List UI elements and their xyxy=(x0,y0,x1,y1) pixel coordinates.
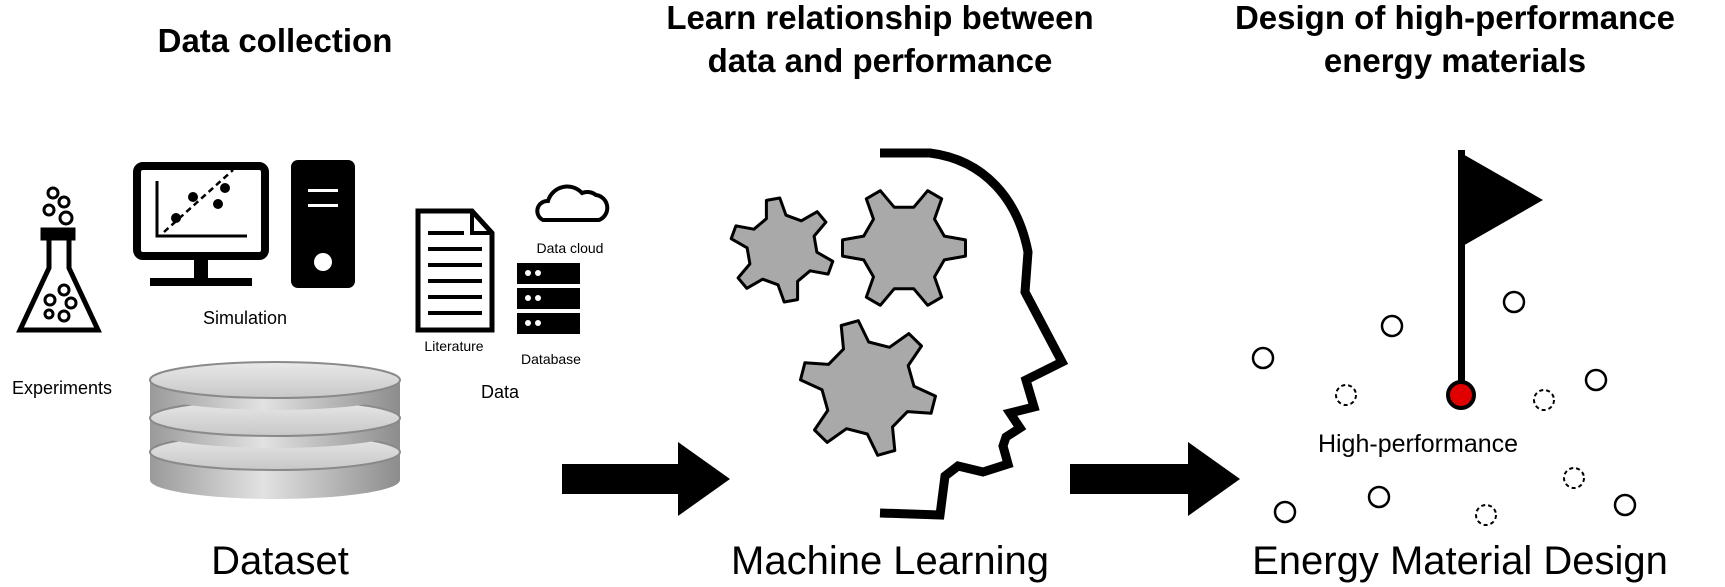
caption-machine-learning: Machine Learning xyxy=(731,539,1049,583)
label-simulation: Simulation xyxy=(202,308,288,328)
arrow-right-icon xyxy=(562,442,730,516)
label-data: Data xyxy=(480,382,520,402)
candidate-points xyxy=(1251,290,1637,524)
cloud-icon xyxy=(535,184,610,222)
uncertain-candidate-points xyxy=(1335,384,1585,526)
computer-tower-icon xyxy=(291,160,355,288)
high-performance-point xyxy=(1446,380,1476,410)
label-literature: Literature xyxy=(424,338,484,354)
document-icon xyxy=(415,208,495,333)
label-experiments: Experiments xyxy=(11,378,113,398)
arrow-right-icon xyxy=(1070,442,1240,516)
heading-learn-line2: data and performance xyxy=(707,42,1053,79)
monitor-chart-icon xyxy=(133,162,269,286)
label-data-cloud: Data cloud xyxy=(536,240,604,256)
server-stack-icon xyxy=(517,263,580,334)
gear-icon xyxy=(841,189,967,307)
gear-cluster xyxy=(729,189,967,457)
heading-learn-line1: Learn relationship between xyxy=(666,0,1094,36)
caption-energy-material-design: Energy Material Design xyxy=(1252,539,1668,583)
caption-dataset: Dataset xyxy=(211,539,349,583)
heading-design-line2: energy materials xyxy=(1323,42,1587,79)
heading-data-collection: Data collection xyxy=(157,22,393,59)
label-high-performance: High-performance xyxy=(1317,430,1519,458)
gear-icon xyxy=(729,196,835,304)
flag-icon xyxy=(1458,150,1543,390)
label-database: Database xyxy=(521,351,581,367)
head-profile-icon xyxy=(879,148,1069,520)
flask-icon xyxy=(16,186,102,333)
heading-design-line1: Design of high-performance xyxy=(1234,0,1676,36)
gear-icon xyxy=(799,319,937,457)
database-cylinder-icon xyxy=(149,361,401,499)
